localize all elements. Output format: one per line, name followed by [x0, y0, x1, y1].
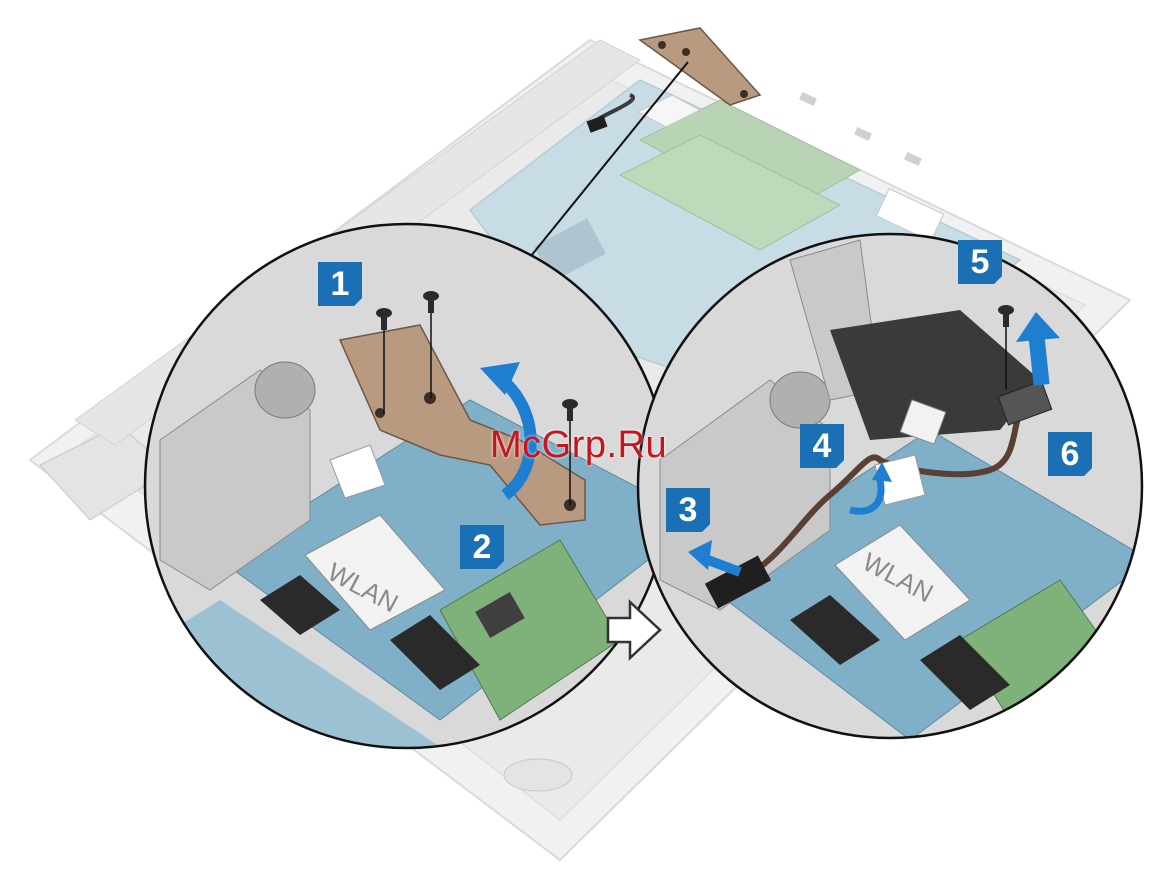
step-badge-6: 6	[1048, 432, 1092, 476]
step-badge-3: 3	[666, 488, 710, 532]
watermark: McGrp.Ru	[490, 424, 667, 467]
step-badge-1: 1	[318, 262, 362, 306]
step-badge-5: 5	[958, 240, 1002, 284]
step-badge-2: 2	[460, 525, 504, 569]
step-badge-4: 4	[800, 424, 844, 468]
